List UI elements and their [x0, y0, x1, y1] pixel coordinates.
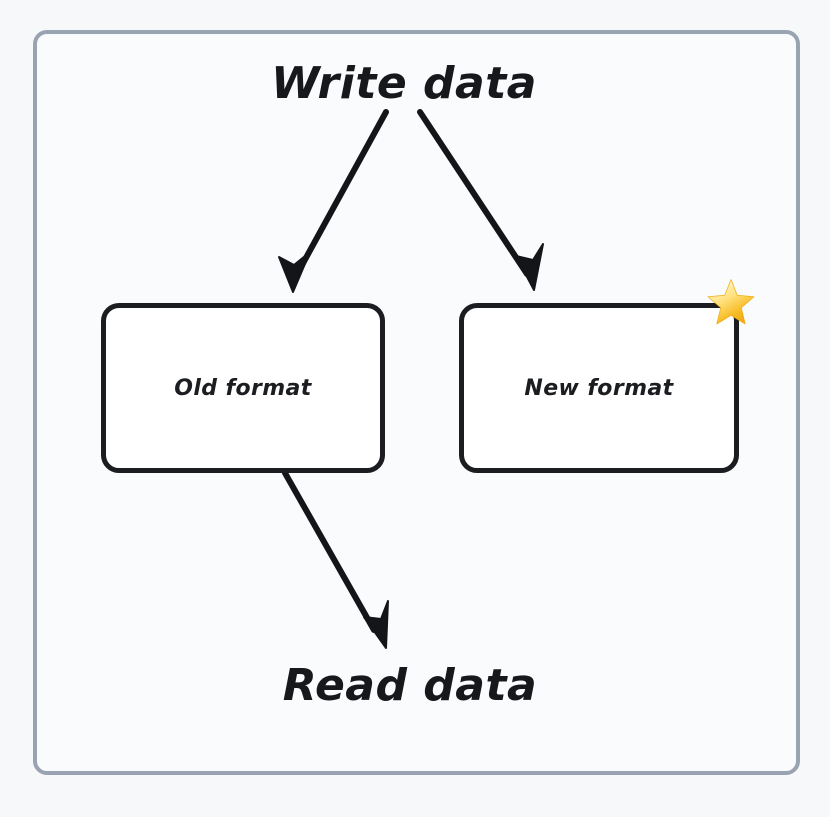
node-new-format[interactable]: New format	[459, 303, 739, 473]
node-old-format[interactable]: Old format	[101, 303, 385, 473]
label-read-data: Read data	[282, 660, 538, 711]
label-write-data: Write data	[271, 58, 537, 109]
node-new-format-label: New format	[524, 375, 674, 401]
node-old-format-label: Old format	[174, 375, 312, 401]
